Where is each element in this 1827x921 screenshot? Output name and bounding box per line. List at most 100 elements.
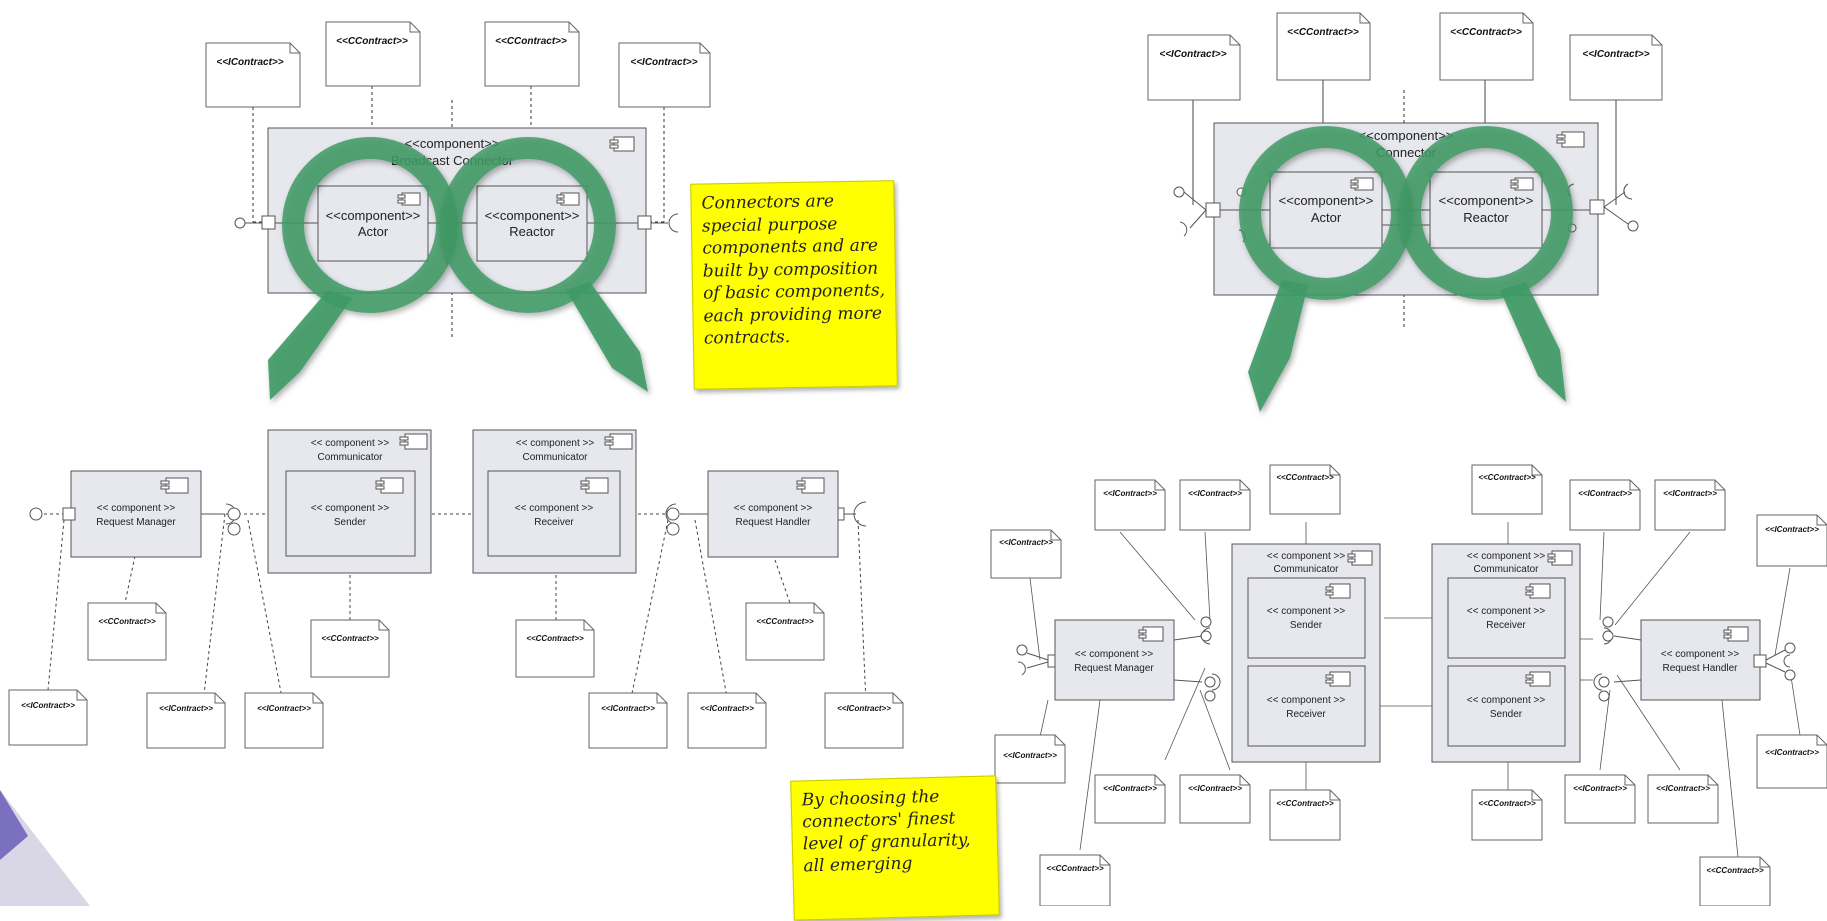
svg-text:<<IContract>>: <<IContract>> [21, 701, 75, 710]
component-icon [604, 433, 633, 450]
required-interface-icon [853, 501, 867, 527]
component-icon [1525, 583, 1551, 599]
port-icon [261, 215, 276, 230]
svg-text:<<CContract>>: <<CContract>> [1478, 799, 1536, 808]
svg-text:<<CContract>>: <<CContract>> [495, 36, 567, 47]
svg-text:<<IContract>>: <<IContract>> [1103, 784, 1157, 793]
svg-text:<<IContract>>: <<IContract>> [1765, 525, 1819, 534]
sender-stereotype: << component >> [311, 503, 390, 514]
icontract-note: <<IContract>> [1569, 479, 1641, 531]
ccontract-note: <<CContract>> [1439, 12, 1534, 81]
svg-text:<<IContract>>: <<IContract>> [216, 57, 283, 68]
icontract-note: <<IContract>> [1756, 514, 1827, 567]
svg-text:<<IContract>>: <<IContract>> [1656, 784, 1710, 793]
reactor-label: Reactor [1463, 210, 1509, 225]
port-icon [1205, 202, 1221, 218]
component-icon [1350, 177, 1374, 191]
icontract-note: <<IContract>> [8, 689, 88, 746]
svg-text:<<IContract>>: <<IContract>> [601, 704, 655, 713]
svg-text:<<IContract>>: <<IContract>> [1159, 49, 1226, 60]
request-handler-label: Request Handler [735, 517, 811, 528]
ccontract-note: <<CContract>> [484, 21, 580, 87]
svg-text:<<IContract>>: <<IContract>> [1578, 489, 1632, 498]
ccontract-note: <<CContract>> [310, 619, 390, 678]
sender-label: Sender [1490, 709, 1523, 720]
ccontract-note: <<CContract>> [325, 21, 421, 87]
svg-text:<<IContract>>: <<IContract>> [257, 704, 311, 713]
icontract-note: <<IContract>> [1569, 34, 1663, 101]
icontract-note: <<IContract>> [1756, 734, 1827, 789]
icontract-note: <<IContract>> [146, 692, 226, 749]
icontract-note: <<IContract>> [618, 42, 711, 108]
component-icon [580, 477, 609, 494]
receiver-label: Receiver [1486, 620, 1526, 631]
svg-text:<<CContract>>: <<CContract>> [526, 634, 584, 643]
sender-label: Sender [334, 517, 367, 528]
component-icon [1325, 671, 1351, 687]
port-icon [637, 215, 652, 230]
request-manager-stereotype: << component >> [97, 503, 176, 514]
ccontract-note: <<CContract>> [745, 602, 825, 661]
svg-text:<<CContract>>: <<CContract>> [1287, 27, 1359, 38]
component-icon [1347, 550, 1373, 566]
sticky-note-connectors: Connectors are special purpose component… [690, 180, 898, 390]
icontract-note: <<IContract>> [994, 734, 1066, 784]
request-handler-stereotype: << component >> [734, 503, 813, 514]
component-icon [1723, 626, 1749, 642]
icontract-note: <<IContract>> [1647, 774, 1719, 824]
ccontract-note: <<CContract>> [1039, 854, 1111, 907]
icontract-note: <<IContract>> [244, 692, 324, 749]
request-manager-label: Request Manager [96, 517, 176, 528]
ccontract-note: <<CContract>> [1269, 789, 1341, 841]
provided-interface-icon [1627, 220, 1639, 232]
sender-stereotype: << component >> [1267, 606, 1346, 617]
svg-text:<<IContract>>: <<IContract>> [159, 704, 213, 713]
svg-text:<<CContract>>: <<CContract>> [1706, 866, 1764, 875]
receiver-stereotype: << component >> [1467, 606, 1546, 617]
communicator-stereotype: << component >> [1267, 551, 1346, 562]
receiver-label: Receiver [534, 517, 574, 528]
svg-text:<<CContract>>: <<CContract>> [756, 617, 814, 626]
component-icon [1138, 626, 1164, 642]
connector-stereotype: <<component>> [1359, 128, 1454, 143]
icontract-note: <<IContract>> [1654, 479, 1726, 531]
receiver-label: Receiver [1286, 709, 1326, 720]
icontract-note: <<IContract>> [588, 692, 668, 749]
top-right-diagram: <<component>> Connector <<component>> Ac… [1147, 12, 1663, 412]
broadcast-connector-stereotype: <<component>> [405, 136, 500, 151]
component-icon [160, 477, 189, 494]
ccontract-note: <<CContract>> [1471, 789, 1543, 841]
icontract-note: <<IContract>> [687, 692, 767, 749]
request-handler-label: Request Handler [1662, 663, 1738, 674]
decorative-corner [0, 790, 90, 906]
component-icon [1525, 671, 1551, 687]
icontract-note: <<IContract>> [1094, 479, 1166, 531]
communicator-stereotype: << component >> [516, 438, 595, 449]
provided-interface-icon [234, 217, 246, 229]
icontract-note: <<IContract>> [1179, 479, 1251, 531]
component-icon [1547, 550, 1573, 566]
communicator-stereotype: << component >> [1467, 551, 1546, 562]
icontract-note: <<IContract>> [1147, 34, 1241, 101]
provided-interface-icon [1173, 186, 1185, 198]
ccontract-note: <<CContract>> [1276, 12, 1371, 81]
svg-text:<<IContract>>: <<IContract>> [1188, 784, 1242, 793]
actor-stereotype: <<component>> [1279, 193, 1374, 208]
component-icon [397, 192, 421, 206]
icontract-note: <<IContract>> [1094, 774, 1166, 824]
svg-text:<<IContract>>: <<IContract>> [1573, 784, 1627, 793]
port-icon [1753, 654, 1767, 668]
component-icon [1510, 177, 1534, 191]
communicator-stereotype: << component >> [311, 438, 390, 449]
sender-stereotype: << component >> [1467, 695, 1546, 706]
receiver-stereotype: << component >> [1267, 695, 1346, 706]
required-interface-icon [1623, 183, 1633, 200]
communicator-label: Communicator [1273, 564, 1339, 575]
component-icon [399, 433, 428, 450]
ccontract-note: <<CContract>> [1471, 464, 1543, 515]
request-manager-stereotype: << component >> [1075, 649, 1154, 660]
port-icon [62, 507, 76, 521]
component-icon [375, 477, 404, 494]
svg-text:<<CContract>>: <<CContract>> [1046, 864, 1104, 873]
